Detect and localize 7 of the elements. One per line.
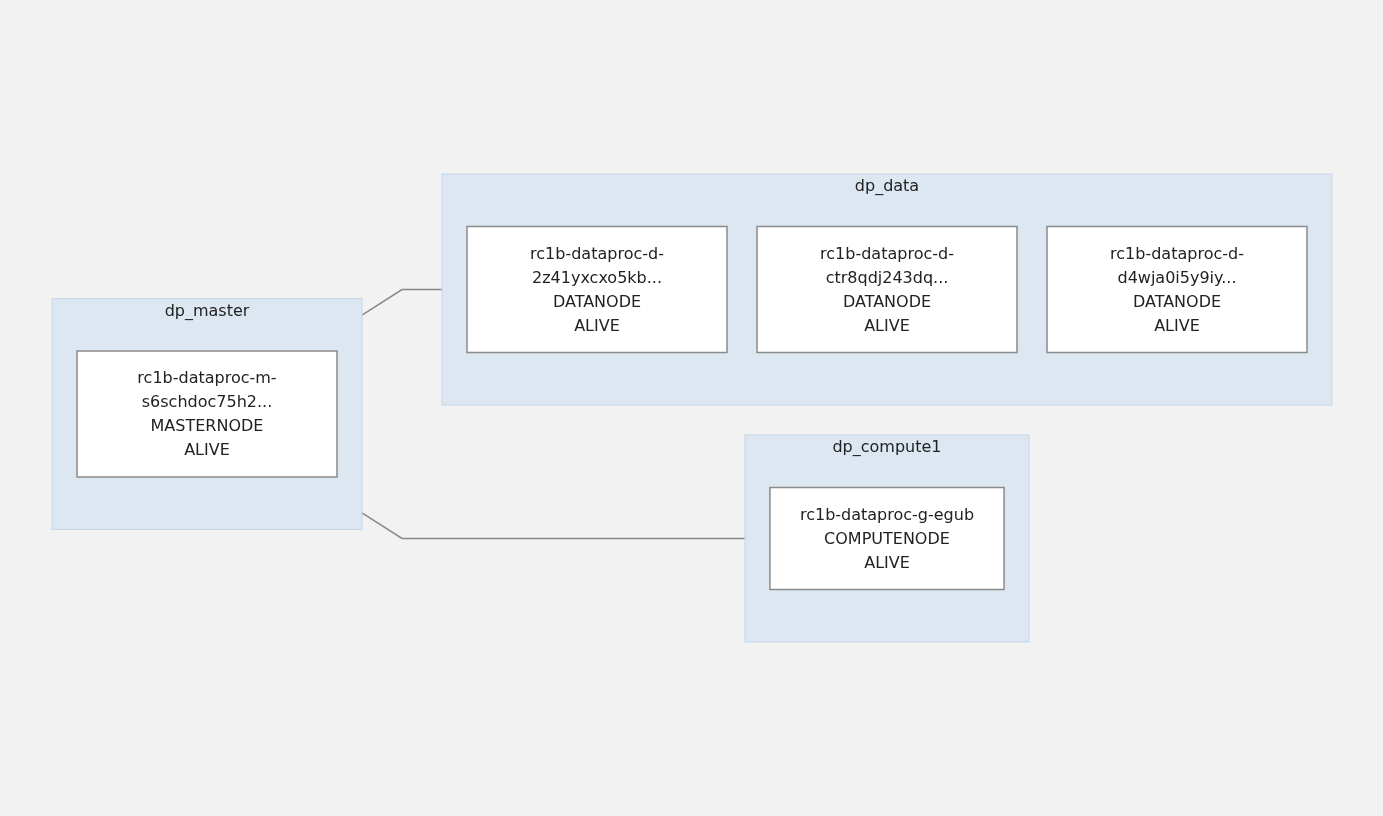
node-box: rc1b-dataproc-m-s6schdoc75h2... MASTERNODE ALIVE — [75, 350, 338, 478]
node-box: rc1b-dataproc-d-ctr8qdj243dq... DATANODE ALIVE — [755, 225, 1018, 354]
connector — [360, 512, 746, 540]
node-box: rc1b-dataproc-d-d4wja0i5y9iy... DATANODE ALIVE — [1045, 225, 1308, 354]
node-box: rc1b-dataproc-g-egub COMPUTENODE ALIVE — [768, 486, 1005, 591]
connector — [360, 288, 443, 316]
node-box: rc1b-dataproc-d-2z41yxcxo5kb... DATANODE ALIVE — [465, 225, 728, 354]
